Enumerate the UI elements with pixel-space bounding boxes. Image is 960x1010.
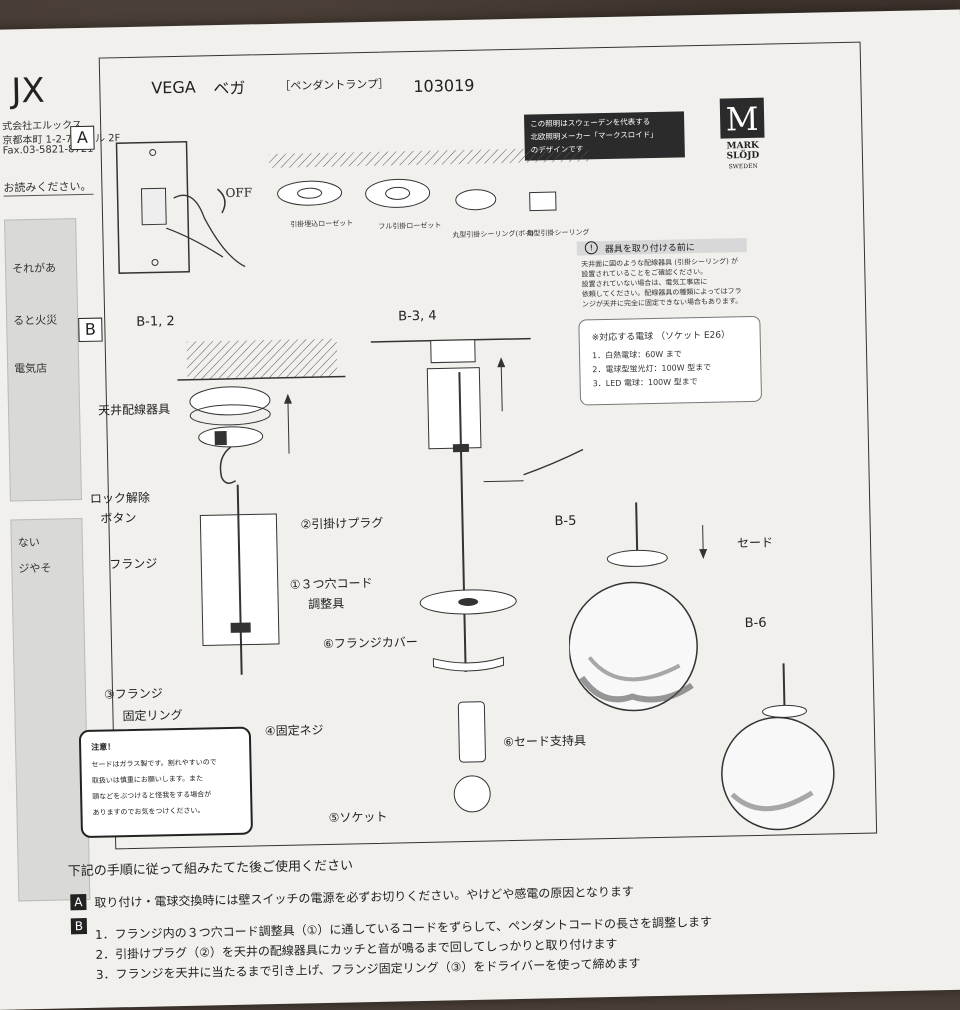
rosette-1 <box>277 180 343 206</box>
up-arrow <box>287 397 290 454</box>
label-lock: ボタン <box>100 510 137 526</box>
instruction-a-marker: A <box>70 894 87 911</box>
svg-text:MARK: MARK <box>726 141 760 152</box>
rotation-arrow-icon <box>217 188 226 214</box>
fixture-label: フル引掛ローゼット <box>378 221 442 231</box>
b12-illustration <box>177 338 346 675</box>
caution-title: 注意！ <box>91 742 116 752</box>
svg-text:SWEDEN: SWEDEN <box>729 163 758 171</box>
ceiling-fixture <box>189 386 271 416</box>
step-b34: B-3, 4 <box>398 308 437 325</box>
wall-switch-illustration: OFF <box>115 140 252 274</box>
b34-illustration <box>370 337 584 813</box>
section-b-marker: B <box>78 317 103 343</box>
ceiling-fixtures-illustration <box>268 147 589 212</box>
off-label: OFF <box>225 185 252 200</box>
bulb-title: ※対応する電球 （ソケット E26） <box>591 330 731 344</box>
square-ceiling-fixture <box>529 191 557 212</box>
fixture-label: 引掛埋込ローゼット <box>290 219 354 229</box>
caution-line: セードはガラス製です。割れやすいので <box>91 758 217 769</box>
flange <box>426 367 482 450</box>
instruction-sheet: JX 式会社エルックス 京都本町 1-2-7 徳ビル 2F Fax.03-582… <box>0 9 960 1010</box>
fixture-label: 丸型引掛シーリング(ボ-ﾙ) <box>452 229 535 240</box>
compatible-bulb-box: ※対応する電球 （ソケット E26） 1．白熱電球：60W まで 2．電球型蛍光… <box>578 315 763 406</box>
warning-title: 器具を取り付ける前に <box>604 243 695 256</box>
company-logo: JX <box>10 70 46 112</box>
section-a-marker: A <box>70 125 95 151</box>
warning-text: 電気店 <box>14 361 48 376</box>
assembled-shade <box>721 716 835 831</box>
warning-text: ると火災 <box>13 313 58 328</box>
label-ring: 固定リング <box>122 707 183 724</box>
label-hook: ②引掛けプラグ <box>300 515 384 532</box>
caution-line: 取扱いは慎重にお願いします。また <box>91 774 204 785</box>
label-screw: ④固定ネジ <box>264 723 324 739</box>
socket <box>457 701 486 763</box>
warning-text: ない <box>17 535 40 550</box>
caution-line: 頭などをぶつけると怪我をする場合が <box>92 790 212 801</box>
glass-shade <box>568 581 698 712</box>
bulb <box>453 775 491 813</box>
label-lock: ロック解除 <box>89 490 151 506</box>
designer-note-line: この照明はスウェーデンを代表する <box>530 117 651 129</box>
label-ring: ③フランジ <box>103 686 163 702</box>
mark-slojd-logo: M MARK SLÖJD SWEDEN <box>718 96 768 173</box>
exclamation-icon: ! <box>584 241 598 255</box>
label-cover: ⑥フランジカバー <box>322 635 418 652</box>
fixing-screw <box>230 622 251 633</box>
warning-text: ジやそ <box>18 561 52 576</box>
hook-plug <box>198 426 264 448</box>
instruction-b-line: 1．フランジ内の３つ穴コード調整具（①）に通しているコードをずらして、ペンダント… <box>94 914 713 942</box>
warning-text: それがあ <box>11 261 57 276</box>
bulb-item: 1．白熱電球：60W まで <box>591 349 682 361</box>
svg-text:SLÖJD: SLÖJD <box>726 148 759 162</box>
switch-toggle <box>140 187 167 226</box>
label-flange: フランジ <box>109 556 158 572</box>
bulb-item: 3．LED 電球：100W 型まで <box>592 377 698 389</box>
b5-b6-illustration <box>568 502 835 831</box>
caution-line: ありますのでお気をつけください。 <box>92 806 205 817</box>
product-name: VEGA <box>151 77 196 98</box>
shade-support <box>432 656 505 672</box>
instruction-a-text: 取り付け・電球交換時には壁スイッチの電源を必ずお切りください。やけどや感電の原因… <box>94 884 635 910</box>
warning-box: それがあ ると火災 電気店 <box>4 218 82 502</box>
product-type: ［ペンダントランプ］ <box>279 77 390 93</box>
warning-box: ない ジやそ <box>10 518 91 902</box>
label-adjuster: 調整具 <box>308 596 345 612</box>
logo-letter: M <box>725 100 759 139</box>
hand-icon <box>173 194 246 268</box>
rosette-2 <box>365 178 431 208</box>
step-b12: B-1, 2 <box>136 314 175 330</box>
fixture-label: 角型引掛シーリング <box>526 228 590 238</box>
label-adjuster: ①３つ穴コード <box>289 575 373 592</box>
switch-plate <box>115 140 190 274</box>
label-socket: ⑤ソケット <box>328 809 388 825</box>
label-ceiling: 天井配線器具 <box>97 402 171 418</box>
cord <box>236 484 243 675</box>
product-name-jp: ベガ <box>213 78 246 99</box>
bulb-item: 2．電球型蛍光灯：100W 型まで <box>592 362 712 375</box>
caution-note: 注意！ セードはガラス製です。割れやすいので 取扱いは慎重にお願いします。また … <box>78 726 254 839</box>
label-shade: セード <box>736 535 774 551</box>
instructions-intro: 下記の手順に従って組みたてた後ご使用ください <box>67 858 354 880</box>
company-line: お読みください。 <box>3 179 92 195</box>
product-code: 103019 <box>413 75 475 96</box>
screwdriver-icon <box>523 448 584 476</box>
designer-note-line: 北欧照明メーカー「マークスロイド」 <box>530 129 658 142</box>
round-ceiling-fixture <box>455 189 497 211</box>
cord <box>458 372 467 673</box>
instruction-b-marker: B <box>70 918 88 935</box>
